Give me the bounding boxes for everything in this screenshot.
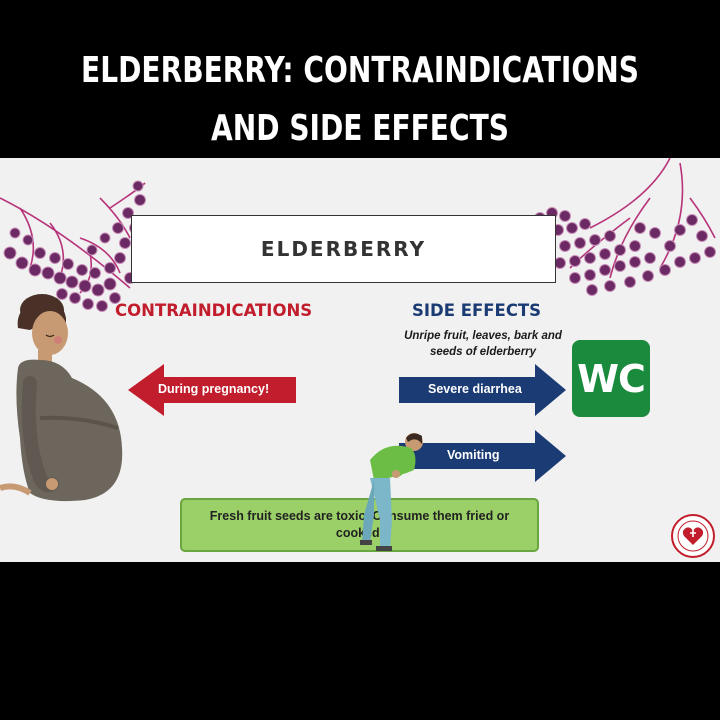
contraindications-heading: CONTRAINDICATIONS (115, 301, 313, 320)
elderberry-title-box: ELDERBERRY (131, 215, 556, 283)
pregnant-woman-illustration (0, 294, 123, 502)
side-effect-item-2: Vomiting (447, 448, 500, 462)
warning-box: Fresh fruit seeds are toxic. Consume the… (180, 498, 539, 552)
contraindication-item: During pregnancy! (158, 382, 270, 396)
wc-icon: WC (572, 340, 650, 417)
logo-seal-icon (671, 514, 715, 558)
footer-band (0, 562, 720, 720)
contraindication-arrow (128, 364, 296, 416)
infographic-panel: ELDERBERRY CONTRAINDICATIONS SIDE EFFECT… (0, 158, 720, 562)
side-effect-arrow-1 (399, 364, 566, 416)
header-band: ELDERBERRY: CONTRAINDICATIONS AND SIDE E… (0, 0, 720, 158)
side-effect-item-1: Severe diarrhea (428, 382, 522, 396)
side-effects-note: Unripe fruit, leaves, bark and seeds of … (404, 330, 562, 358)
page-title-line-1: ELDERBERRY: CONTRAINDICATIONS (81, 50, 639, 91)
elderberry-branch-right-icon (534, 158, 716, 296)
sick-person-illustration (360, 433, 423, 551)
page-title-line-2: AND SIDE EFFECTS (211, 108, 509, 149)
side-effect-arrow-2 (399, 430, 566, 482)
side-effects-heading: SIDE EFFECTS (412, 301, 542, 320)
